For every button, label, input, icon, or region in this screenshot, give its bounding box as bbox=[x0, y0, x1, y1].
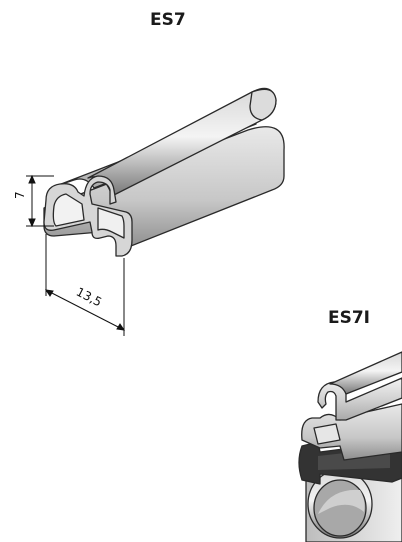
width-dimension-label: 13,5 bbox=[74, 285, 104, 310]
es7-profile bbox=[43, 87, 285, 257]
es7-title: ES7 bbox=[150, 10, 186, 30]
es7i-profile bbox=[298, 351, 402, 542]
width-dimension bbox=[44, 234, 126, 336]
height-dimension-label: 7 bbox=[13, 191, 27, 199]
es7i-title: ES7I bbox=[328, 308, 371, 328]
height-dimension bbox=[26, 174, 54, 228]
